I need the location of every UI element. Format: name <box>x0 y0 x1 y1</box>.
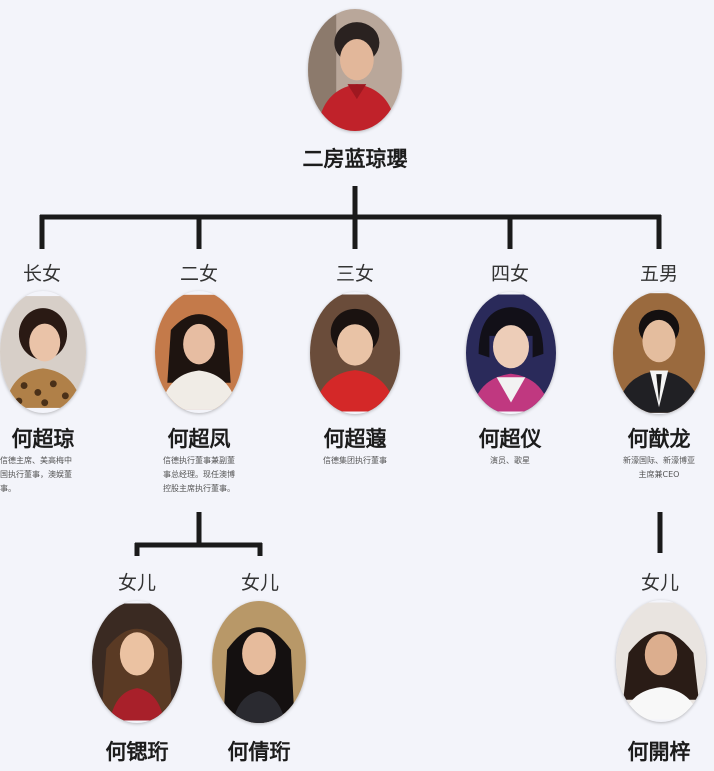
grandchild-relation: 女儿 <box>117 572 156 594</box>
child-relation: 四女 <box>490 263 529 285</box>
photo-woman-long-black-hair <box>212 601 306 723</box>
child-relation: 二女 <box>179 263 218 285</box>
description-line: 信德集团执行董事 <box>323 456 387 465</box>
child-name: 何超蕸 <box>323 427 387 451</box>
photo-woman-leopard-print <box>0 296 86 408</box>
description-line: 主席兼CEO <box>638 470 680 479</box>
grandchild-name: 何倩珩 <box>227 740 291 764</box>
grandchild-avatar <box>212 601 306 723</box>
child-relation: 长女 <box>22 263 61 285</box>
description-line: 信德主席、美高梅中 <box>0 456 72 465</box>
photo-girl-curly-hair <box>616 602 706 720</box>
photo-man-suit <box>613 293 705 413</box>
photo-woman-red-blazer <box>310 294 400 412</box>
root-avatar <box>308 9 402 131</box>
grandchild-avatar <box>616 600 706 722</box>
photo-woman-dark-hair <box>155 294 243 410</box>
photo-woman-red-qipao <box>308 9 402 131</box>
photo-woman-long-hair <box>92 603 182 721</box>
child-avatar <box>613 292 705 414</box>
child-name: 何超仪 <box>478 427 542 451</box>
child-name: 何超琼 <box>11 427 75 451</box>
grandchild-avatar <box>92 601 182 723</box>
child-avatar <box>0 291 86 413</box>
child-description: 演员、歌星 <box>455 454 565 468</box>
grandchild-relation: 女儿 <box>240 572 279 594</box>
description-line: 控股主席执行董事。 <box>163 484 235 493</box>
photo-woman-bob-hair <box>466 294 556 412</box>
description-line: 演员、歌星 <box>490 456 530 465</box>
description-line: 国执行董事，澳娱董 <box>0 470 72 479</box>
child-relation: 三女 <box>335 263 374 285</box>
child-avatar <box>310 292 400 414</box>
description-line: 事。 <box>0 484 16 493</box>
grandchild-name: 何锶珩 <box>105 740 169 764</box>
grandchild-relation: 女儿 <box>640 572 679 594</box>
description-line: 信德执行董事兼副董 <box>163 456 235 465</box>
child-description: 新濠国际、新濠博亚 主席兼CEO <box>604 454 714 482</box>
description-line: 新濠国际、新濠博亚 <box>623 456 695 465</box>
child-description: 信德执行董事兼副董 事总经理。现任澳博 控股主席执行董事。 <box>143 454 255 496</box>
child-avatar <box>155 291 243 413</box>
child-avatar <box>466 292 556 414</box>
child-description: 信德集团执行董事 <box>300 454 410 468</box>
description-line: 事总经理。现任澳博 <box>163 470 235 479</box>
child-relation: 五男 <box>639 263 678 285</box>
child-name: 何猷龙 <box>627 427 691 451</box>
root-name: 二房蓝琼瓔 <box>302 147 408 171</box>
child-description: 信德主席、美高梅中 国执行董事，澳娱董 事。 <box>0 454 96 496</box>
grandchild-name: 何開梓 <box>627 740 691 764</box>
child-name: 何超凤 <box>167 427 231 451</box>
